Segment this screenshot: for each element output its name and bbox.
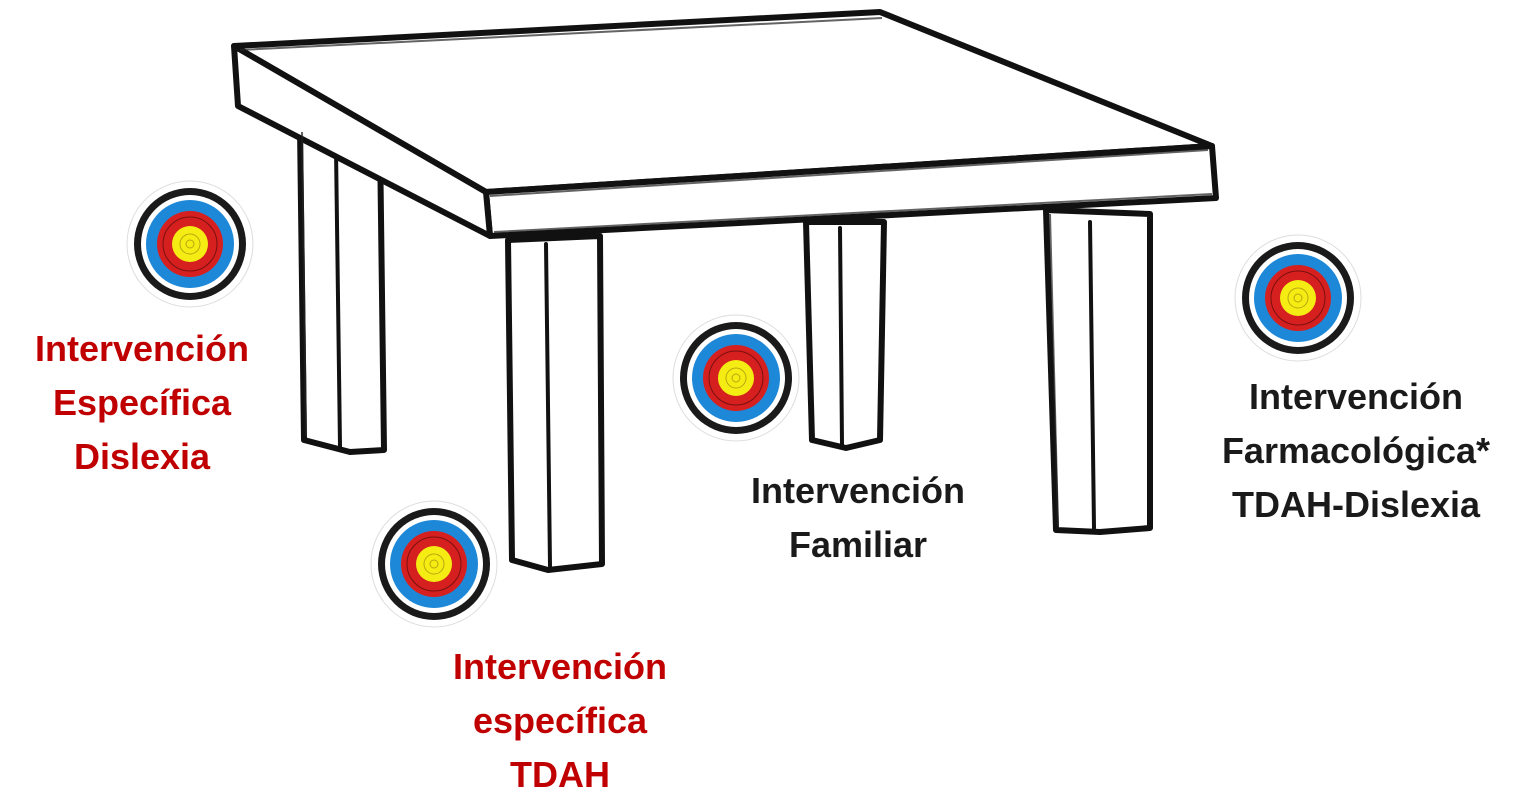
table-leg-front-left xyxy=(505,233,605,573)
label-line: Farmacológica* xyxy=(1221,430,1491,471)
table-leg-back-right xyxy=(1043,207,1153,535)
label-line: Intervención xyxy=(452,646,668,687)
label-line: Intervención xyxy=(34,328,250,369)
label-line: Específica xyxy=(52,382,232,423)
label-farmacologica: Intervención Farmacológica* TDAH-Dislexi… xyxy=(1196,370,1516,532)
label-familiar: Intervención Familiar xyxy=(708,464,1008,572)
label-line: específica xyxy=(472,700,648,741)
archery-target-icon xyxy=(370,500,498,628)
label-line: Familiar xyxy=(788,524,928,565)
label-line: Intervención xyxy=(1248,376,1464,417)
label-dislexia: Intervención Específica Dislexia xyxy=(0,322,284,484)
table-top-left-edge xyxy=(231,43,493,239)
archery-target-icon xyxy=(1234,234,1362,362)
label-line: Intervención xyxy=(750,470,966,511)
archery-target-icon xyxy=(672,314,800,442)
label-line: TDAH-Dislexia xyxy=(1231,484,1481,525)
table-leg-middle xyxy=(803,219,887,451)
label-line: Dislexia xyxy=(73,436,211,477)
label-line: TDAH xyxy=(510,754,610,795)
label-tdah: Intervención específica TDAH xyxy=(410,640,710,801)
archery-target-icon xyxy=(126,180,254,308)
